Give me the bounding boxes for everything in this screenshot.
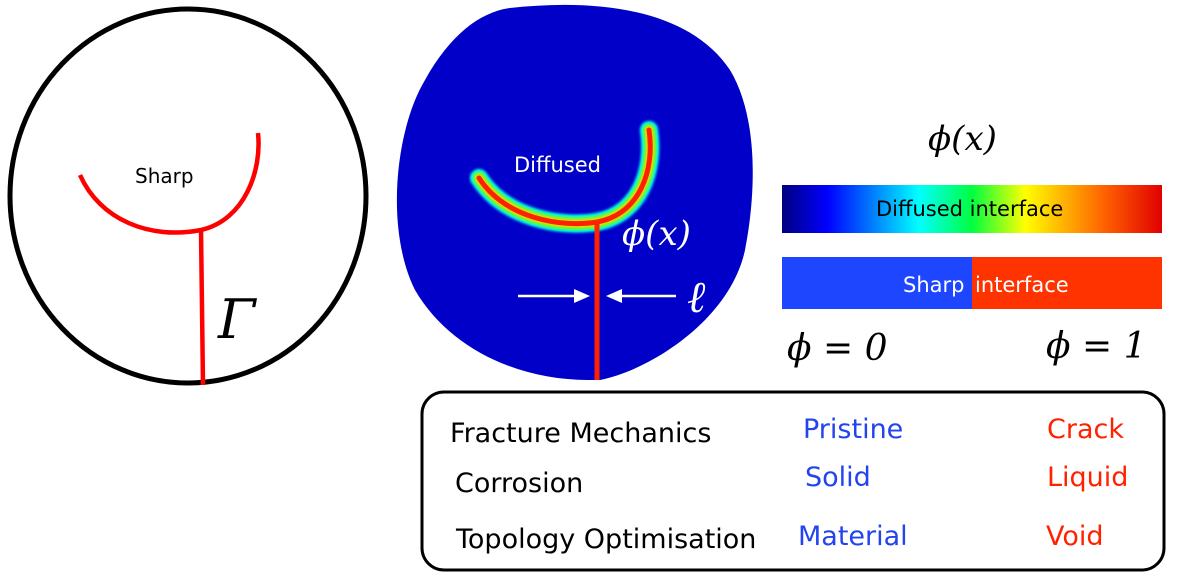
sharp-bar-label-left: Sharp <box>903 273 964 297</box>
row-phi1: Liquid <box>1047 462 1128 493</box>
phase-field-legend: ϕ(x) Diffused interface Sharp interface … <box>782 119 1162 369</box>
diffused-panel: Diffused ϕ(x) ℓ <box>396 4 753 381</box>
row-phi0: Material <box>798 521 908 552</box>
row-application: Corrosion <box>455 468 583 499</box>
diffused-crack <box>470 121 660 381</box>
diffused-phi-label: ϕ(x) <box>622 214 691 254</box>
phi-zero-label: ϕ = 0 <box>787 328 888 369</box>
legend-title: ϕ(x) <box>928 119 997 159</box>
sharp-crack-stem <box>198 229 206 386</box>
applications-table: Fracture Mechanics Pristine Crack Corros… <box>420 390 1166 572</box>
sharp-label: Sharp <box>135 164 194 188</box>
row-phi0: Pristine <box>803 414 903 445</box>
sharp-domain-boundary <box>7 6 369 386</box>
gamma-symbol: Γ <box>217 288 258 351</box>
sharp-bar-left <box>782 257 972 309</box>
diffused-domain <box>396 4 753 381</box>
table-frame <box>420 390 1166 572</box>
sharp-panel: Sharp Γ <box>7 6 369 386</box>
diffused-bar-label: Diffused interface <box>876 197 1063 221</box>
length-scale-arrows <box>518 289 676 303</box>
row-application: Fracture Mechanics <box>450 418 711 449</box>
row-phi0: Solid <box>805 462 871 493</box>
phi-one-label: ϕ = 1 <box>1046 326 1147 367</box>
sharp-bar-right <box>972 257 1162 309</box>
row-phi1: Crack <box>1047 414 1124 445</box>
diffused-colorbar <box>782 185 1162 233</box>
length-scale-symbol: ℓ <box>687 272 706 323</box>
sharp-bar-label-right: interface <box>975 273 1069 297</box>
diffused-label: Diffused <box>514 153 601 177</box>
row-phi1: Void <box>1046 521 1104 552</box>
row-application: Topology Optimisation <box>455 524 756 555</box>
